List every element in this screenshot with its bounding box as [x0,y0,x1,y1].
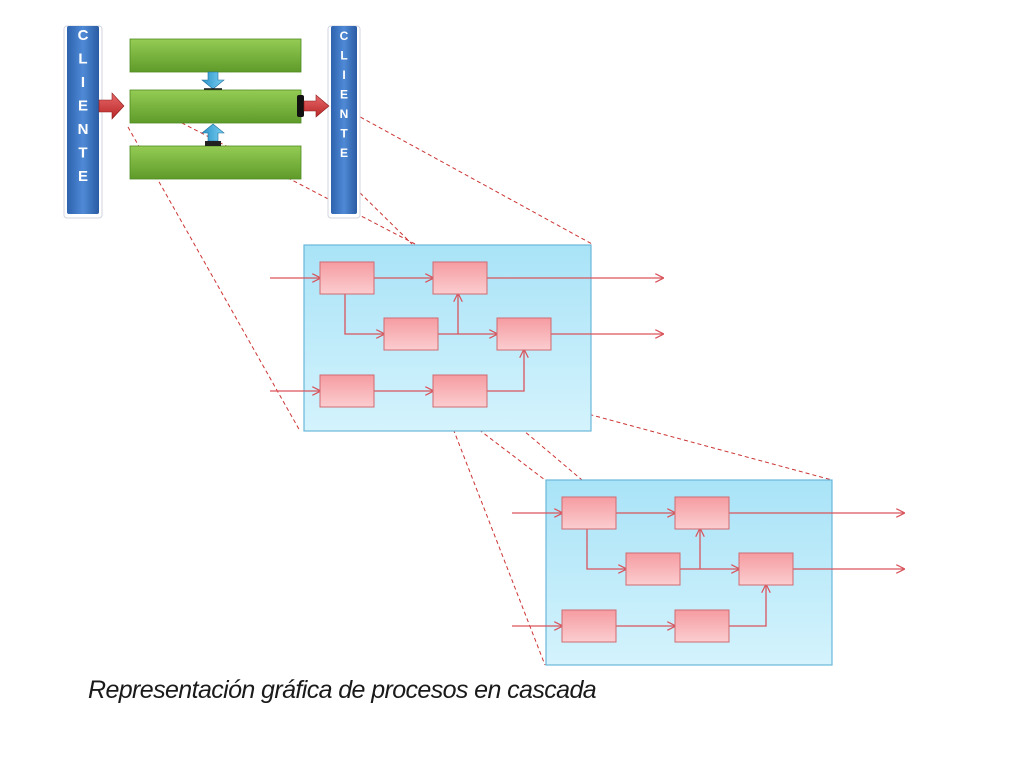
process-box-b [432,261,488,295]
process-box-c [383,317,439,351]
cyan-arrow-down [201,71,225,90]
process-box-f [432,374,488,408]
process-box-e [561,609,617,643]
process-box-d [738,552,794,586]
process-box-b [674,496,730,530]
process-panel-level-2 [512,479,904,666]
flow-arrow-f-d [729,585,766,627]
layer-bar-top [129,38,302,73]
cyan-arrow-up [201,123,225,146]
flow-arrow-f-d [487,350,524,392]
process-panel-level-1 [270,244,663,432]
red-arrow-out [297,94,330,118]
process-box-c [625,552,681,586]
flow-arrows [270,278,663,391]
layer-bar-bottom [129,145,302,180]
layer-bars [129,38,302,180]
red-arrow-in [98,92,125,120]
process-box-a [319,261,375,295]
flow-arrow-a-c [344,294,384,334]
layer-bar-middle [129,89,302,124]
diagram-caption: Representación gráfica de procesos en ca… [88,676,597,704]
process-box-d [496,317,552,351]
flow-arrow-a-c [586,529,626,569]
flow-arrows [512,513,904,626]
process-box-e [319,374,375,408]
process-box-f [674,609,730,643]
process-box-a [561,496,617,530]
